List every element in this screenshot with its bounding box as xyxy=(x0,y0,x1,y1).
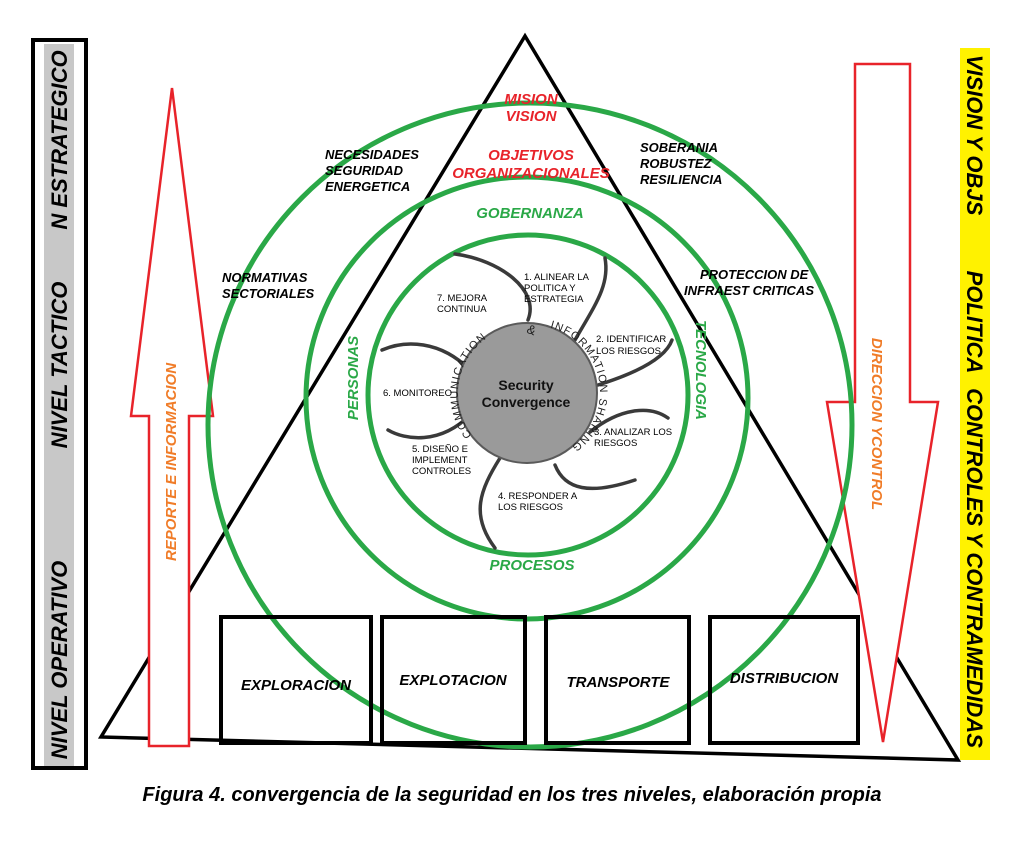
box-transporte-label: TRANSPORTE xyxy=(566,674,670,691)
cycle-step-7: 7. MEJORA CONTINUA xyxy=(437,293,488,315)
necesidades-label: NECESIDADES SEGURIDAD ENERGETICA xyxy=(325,147,419,194)
cycle-step-4: 4. RESPONDER A LOS RIESGOS xyxy=(498,491,578,513)
cycle-arm-6 xyxy=(478,456,502,550)
step-5-line-2: IMPLEMENT xyxy=(412,455,468,466)
band-vision-label: VISION Y OBJS xyxy=(962,55,987,216)
step-7-line-1: 7. MEJORA xyxy=(437,293,488,304)
left-level-band-fill xyxy=(44,44,74,766)
step-2-line-1: 2. IDENTIFICAR xyxy=(596,334,666,345)
step-4-line-2: LOS RIESGOS xyxy=(498,502,563,513)
cycle-step-6: 6. MONITOREO xyxy=(383,388,452,399)
vision-label: VISION xyxy=(506,108,558,125)
cycle-step-1: 1. ALINEAR LA POLITICA Y ESTRATEGIA xyxy=(524,272,590,305)
direction-arrow-label: DIRECCION YCONTROL xyxy=(868,338,885,510)
gobernanza-label: GOBERNANZA xyxy=(476,205,584,222)
step-2-line-2: LOS RIESGOS xyxy=(596,346,661,357)
step-1-line-3: ESTRATEGIA xyxy=(524,294,584,305)
cycle-arm-3 xyxy=(596,338,674,387)
figure-caption: Figura 4. convergencia de la seguridad e… xyxy=(142,784,882,806)
security-convergence-hub xyxy=(456,322,598,464)
mision-label: MISION xyxy=(504,91,559,108)
band-politica-label: POLITICA xyxy=(962,271,987,374)
step-1-line-2: POLITICA Y xyxy=(524,283,576,294)
step-5-line-3: CONTROLES xyxy=(412,466,471,477)
hub-title-line-1: Security xyxy=(498,377,553,393)
proteccion-label: PROTECCION DE INFRAEST CRITICAS xyxy=(684,267,814,298)
objetivos-label-1: OBJETIVOS xyxy=(488,147,574,164)
hub-title-line-2: Convergence xyxy=(482,394,571,410)
proteccion-line-2: INFRAEST CRITICAS xyxy=(684,283,814,298)
cycle-arm-7 xyxy=(386,413,472,440)
step-7-line-2: CONTINUA xyxy=(437,304,487,315)
level-estrategico-label: N ESTRATEGICO xyxy=(47,50,72,229)
cycle-arm-4 xyxy=(588,408,670,434)
cycle-step-5: 5. DISEÑO E IMPLEMENT CONTROLES xyxy=(412,444,471,477)
soberania-line-2: ROBUSTEZ xyxy=(640,156,713,171)
soberania-line-3: RESILIENCIA xyxy=(640,172,722,187)
step-1-line-1: 1. ALINEAR LA xyxy=(524,272,590,283)
normativas-line-1: NORMATIVAS xyxy=(222,270,308,285)
box-exploracion-label: EXPLORACION xyxy=(241,677,352,694)
box-distribucion-frame xyxy=(708,615,860,745)
band-controles-label: CONTROLES Y CONTRAMEDIDAS xyxy=(962,388,987,748)
box-explotacion-frame xyxy=(380,615,527,745)
tecnologia-label: TECNOLOGIA xyxy=(692,320,709,420)
necesidades-line-3: ENERGETICA xyxy=(325,179,410,194)
report-arrow-label: REPORTE E INFORMACION xyxy=(163,362,180,561)
necesidades-line-1: NECESIDADES xyxy=(325,147,419,162)
cycle-arm-5 xyxy=(553,463,637,491)
outer-green-ring xyxy=(205,100,855,750)
cycle-step-2: 2. IDENTIFICAR LOS RIESGOS xyxy=(596,334,666,357)
inner-green-ring xyxy=(365,232,691,558)
soberania-label: SOBERANIA ROBUSTEZ RESILIENCIA xyxy=(640,140,722,187)
box-exploracion: EXPLORACION xyxy=(219,615,373,745)
cycle-arm-8 xyxy=(380,342,472,372)
cycle-arms xyxy=(380,252,674,550)
box-distribucion: DISTRIBUCION xyxy=(708,615,860,745)
cycle-step-3: 3. ANALIZAR LOS RIESGOS xyxy=(594,427,672,449)
box-explotacion: EXPLOTACION xyxy=(380,615,527,745)
box-distribucion-label: DISTRIBUCION xyxy=(730,670,840,687)
step-5-line-1: 5. DISEÑO E xyxy=(412,444,468,455)
step-4-line-1: 4. RESPONDER A xyxy=(498,491,578,502)
normativas-line-2: SECTORIALES xyxy=(222,286,315,301)
necesidades-line-2: SEGURIDAD xyxy=(325,163,404,178)
normativas-label: NORMATIVAS SECTORIALES xyxy=(222,270,315,301)
box-exploracion-frame xyxy=(219,615,373,745)
box-transporte-frame xyxy=(544,615,691,745)
level-tactico-label: NIVEL TACTICO xyxy=(47,282,72,449)
step-3-line-1: 3. ANALIZAR LOS xyxy=(594,427,672,438)
box-explotacion-label: EXPLOTACION xyxy=(399,672,507,689)
box-transporte: TRANSPORTE xyxy=(544,615,691,745)
cycle-arm-1 xyxy=(453,252,532,322)
right-level-band xyxy=(960,48,990,760)
level-operativo-label: NIVEL OPERATIVO xyxy=(47,561,72,759)
step-6-line-1: 6. MONITOREO xyxy=(383,388,452,399)
step-3-line-2: RIESGOS xyxy=(594,438,637,449)
procesos-label: PROCESOS xyxy=(489,557,574,574)
soberania-line-1: SOBERANIA xyxy=(640,140,718,155)
proteccion-line-1: PROTECCION DE xyxy=(700,267,809,282)
cycle-arm-2 xyxy=(573,256,608,342)
objetivos-label-2: ORGANIZACIONALES xyxy=(452,165,610,182)
personas-label: PERSONAS xyxy=(345,336,362,420)
